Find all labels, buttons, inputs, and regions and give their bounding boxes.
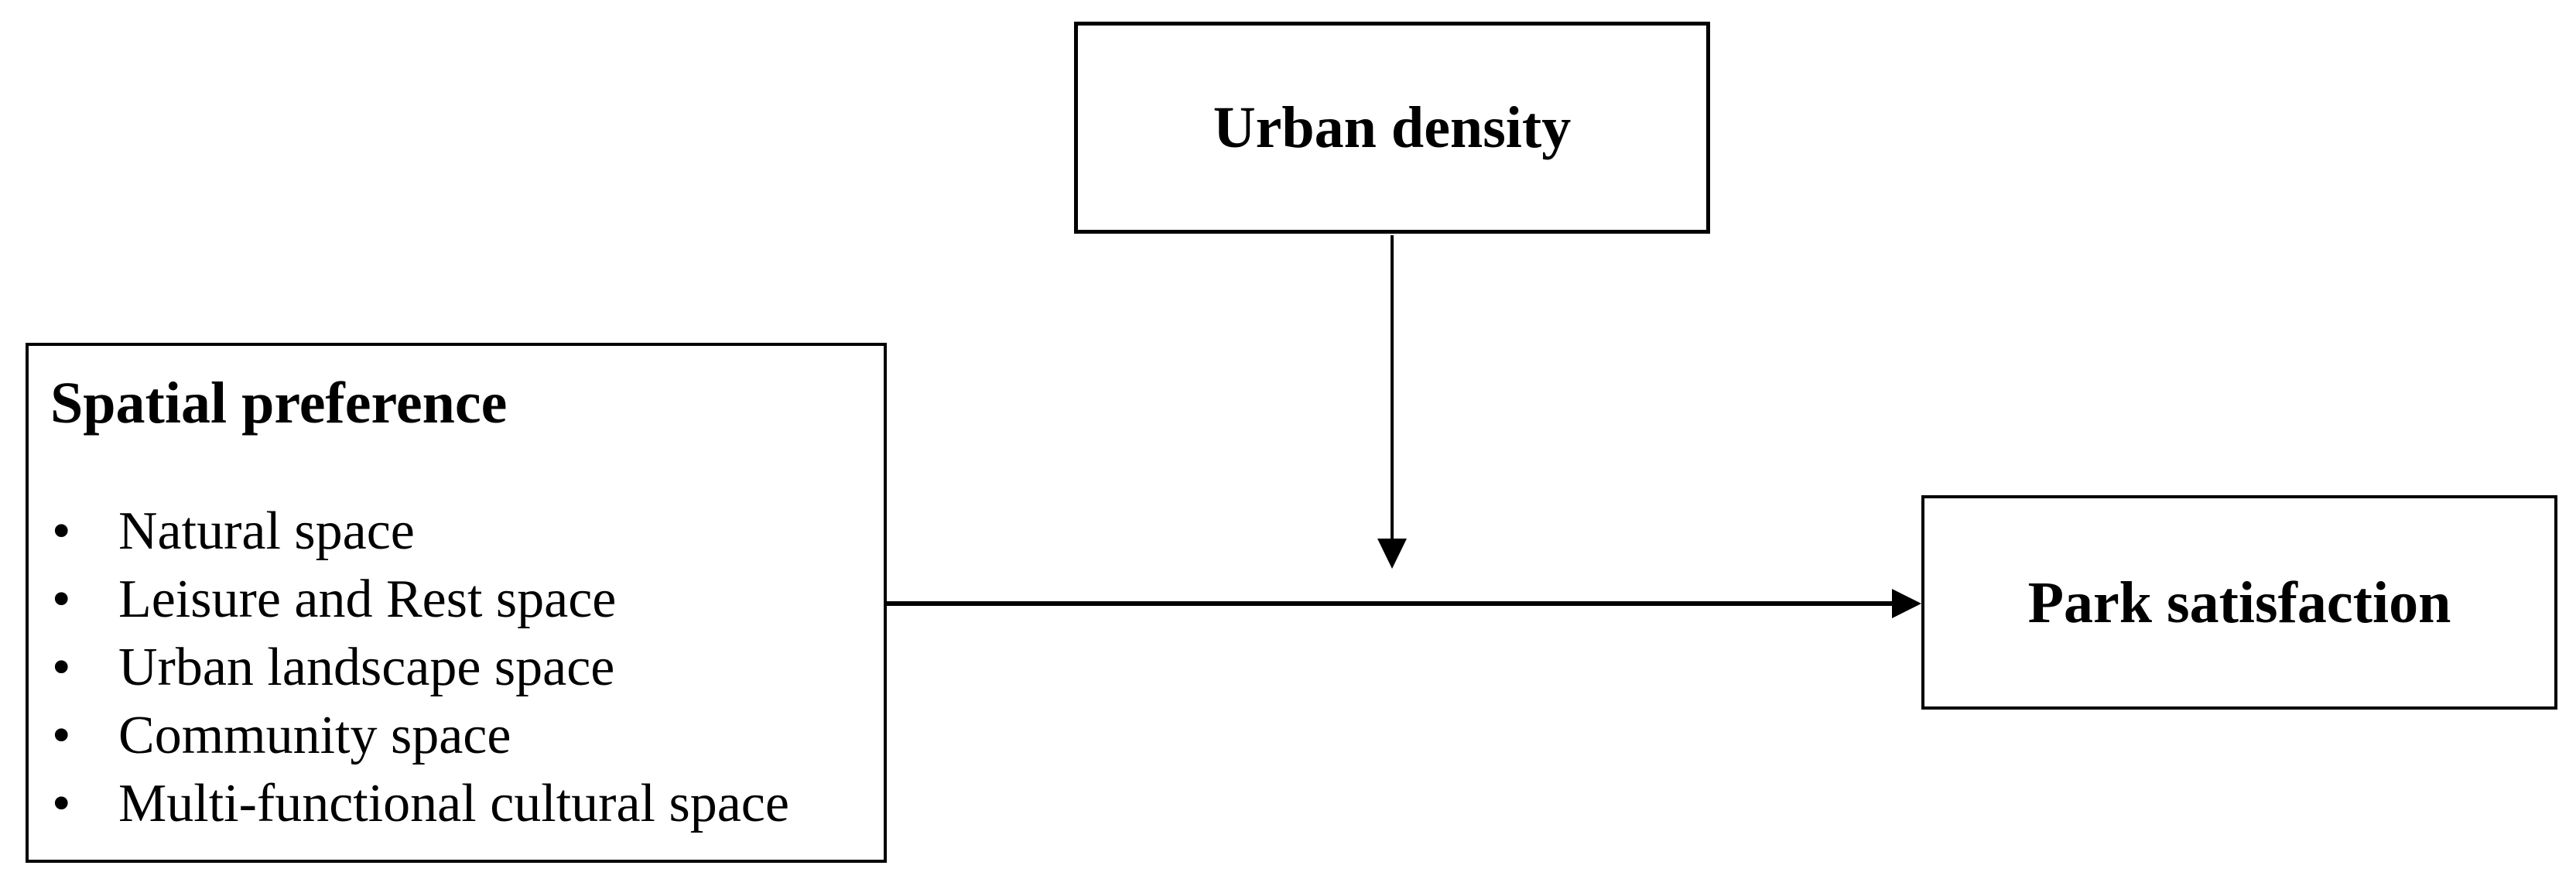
bullet-icon: •: [52, 501, 71, 561]
spatial-preference-box: Spatial preference • Natural space • Lei…: [26, 343, 887, 863]
list-item: • Multi-functional cultural space: [29, 770, 884, 838]
bullet-icon: •: [52, 638, 71, 697]
list-item: • Natural space: [29, 498, 884, 566]
arrowhead-right-icon: [1892, 589, 1921, 618]
list-item-label: Leisure and Rest space: [118, 570, 617, 629]
list-item-label: Natural space: [118, 501, 415, 561]
urban-density-title: Urban density: [1213, 95, 1572, 160]
moderation-arrow-line: [1391, 235, 1394, 540]
urban-density-box: Urban density: [1074, 22, 1710, 234]
arrowhead-down-icon: [1377, 539, 1407, 569]
list-item-label: Multi-functional cultural space: [118, 774, 789, 833]
park-satisfaction-title: Park satisfaction: [2027, 570, 2451, 635]
spatial-preference-title: Spatial preference: [50, 371, 508, 436]
bullet-icon: •: [52, 706, 71, 765]
bullet-icon: •: [52, 774, 71, 833]
list-item-label: Community space: [118, 706, 511, 765]
bullet-icon: •: [52, 570, 71, 629]
list-item-label: Urban landscape space: [118, 638, 615, 697]
list-item: • Leisure and Rest space: [29, 566, 884, 634]
spatial-preference-list: • Natural space • Leisure and Rest space…: [29, 498, 884, 838]
list-item: • Urban landscape space: [29, 634, 884, 702]
direct-effect-arrow-line: [887, 601, 1894, 606]
park-satisfaction-box: Park satisfaction: [1921, 495, 2557, 710]
list-item: • Community space: [29, 702, 884, 770]
